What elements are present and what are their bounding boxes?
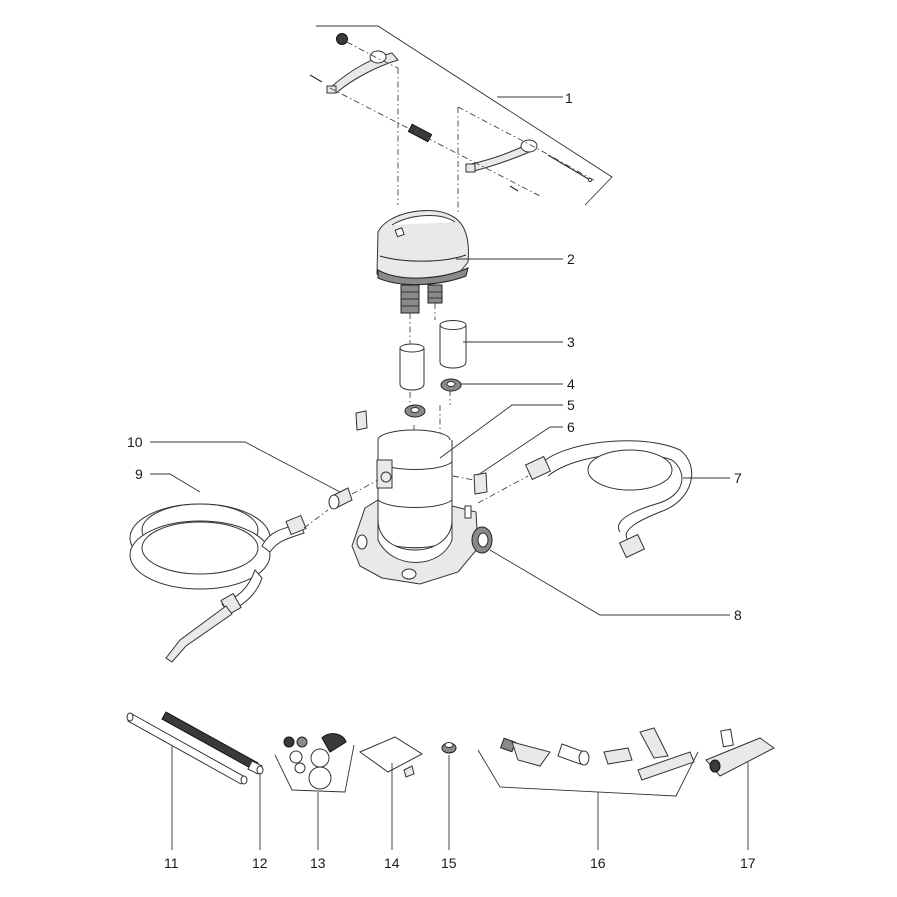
part-7-discharge-hose [477,440,730,559]
part-5-container [355,404,563,549]
callout-7: 7 [734,470,742,486]
callout-15: 15 [441,855,457,871]
callout-14: 14 [384,855,400,871]
callout-9: 9 [135,466,143,482]
callout-16: 16 [590,855,606,871]
callout-11: 11 [164,855,179,871]
part-11-suction-tube [126,712,248,850]
callout-10: 10 [127,434,143,450]
part-16-nozzle-set [477,727,699,850]
part-6-clip [452,426,563,495]
callout-1: 1 [565,90,573,106]
callout-13: 13 [310,855,326,871]
callout-8: 8 [734,607,742,623]
callout-6: 6 [567,419,575,435]
part-1-handle-set [309,25,613,215]
part-14-filter-sheet [358,736,423,850]
callout-2: 2 [567,251,575,267]
part-9-suction-hose [129,473,329,663]
part-13-seal-set [274,733,355,850]
part-3-filter-cartridges [399,320,563,391]
callout-17: 17 [740,855,756,871]
callout-3: 3 [567,334,575,350]
part-17-floor-nozzle [705,728,775,850]
part-10-hose-adapter [150,441,379,510]
callout-5: 5 [567,397,575,413]
callout-4: 4 [567,376,575,392]
part-8-chassis [351,499,730,616]
callout-labels: 1 2 3 4 5 6 7 8 9 10 11 12 13 14 15 16 1… [127,90,756,871]
part-12-ribbed-suction-tube [161,711,264,850]
part-4-valve-caps [404,378,563,418]
callout-12: 12 [252,855,268,871]
part-2-motor-head [376,209,563,314]
part-15-cap [441,742,457,850]
